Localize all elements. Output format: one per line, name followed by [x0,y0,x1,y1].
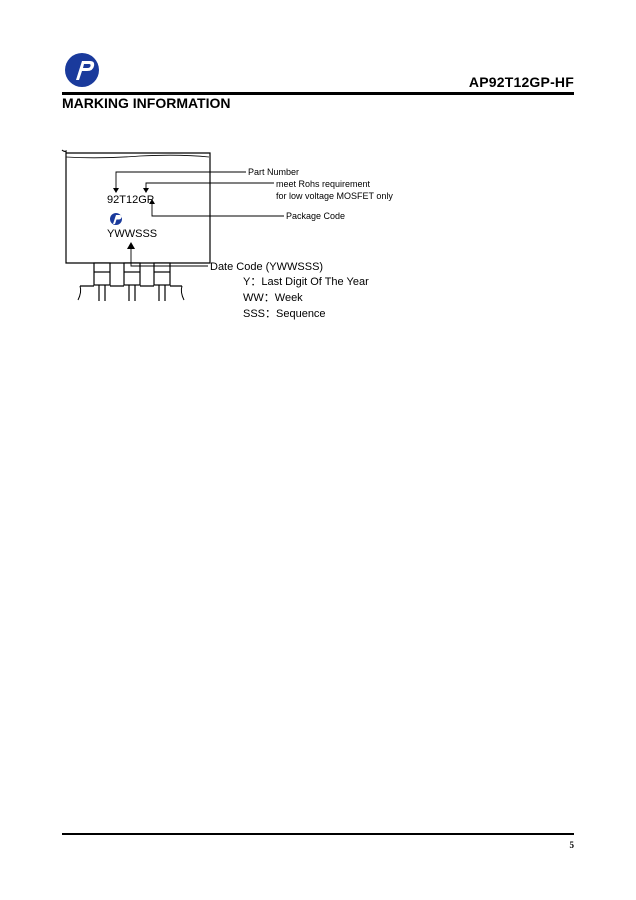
marking-logo-icon [110,213,122,225]
company-logo-icon [62,50,102,90]
label-package-code: Package Code [286,211,345,221]
page-number: 5 [569,840,575,850]
package-body [61,149,211,264]
section-title: MARKING INFORMATION [62,95,231,111]
label-date-code: Date Code (YWWSSS) [210,261,323,273]
leader-lines [115,171,284,267]
header-rule [62,92,574,95]
arrow-heads [113,188,155,249]
package-leads [77,262,185,301]
label-week: WW：Week [243,292,303,304]
label-rohs-line-2: for low voltage MOSFET only [276,191,393,201]
marking-line-2: YWWSSS [107,228,157,240]
footer-rule [62,833,574,835]
label-rohs-line-1: meet Rohs requirement [276,179,371,189]
part-number-title: AP92T12GP-HF [468,74,574,90]
label-year: Y：Last Digit Of The Year [243,276,369,288]
marking-diagram: 92T12GP YWWSSS Part Number meet Rohs req… [61,149,393,320]
label-part-number: Part Number [248,167,299,177]
label-sequence: SSS：Sequence [243,308,326,320]
marking-line-1: 92T12GP [107,194,154,206]
